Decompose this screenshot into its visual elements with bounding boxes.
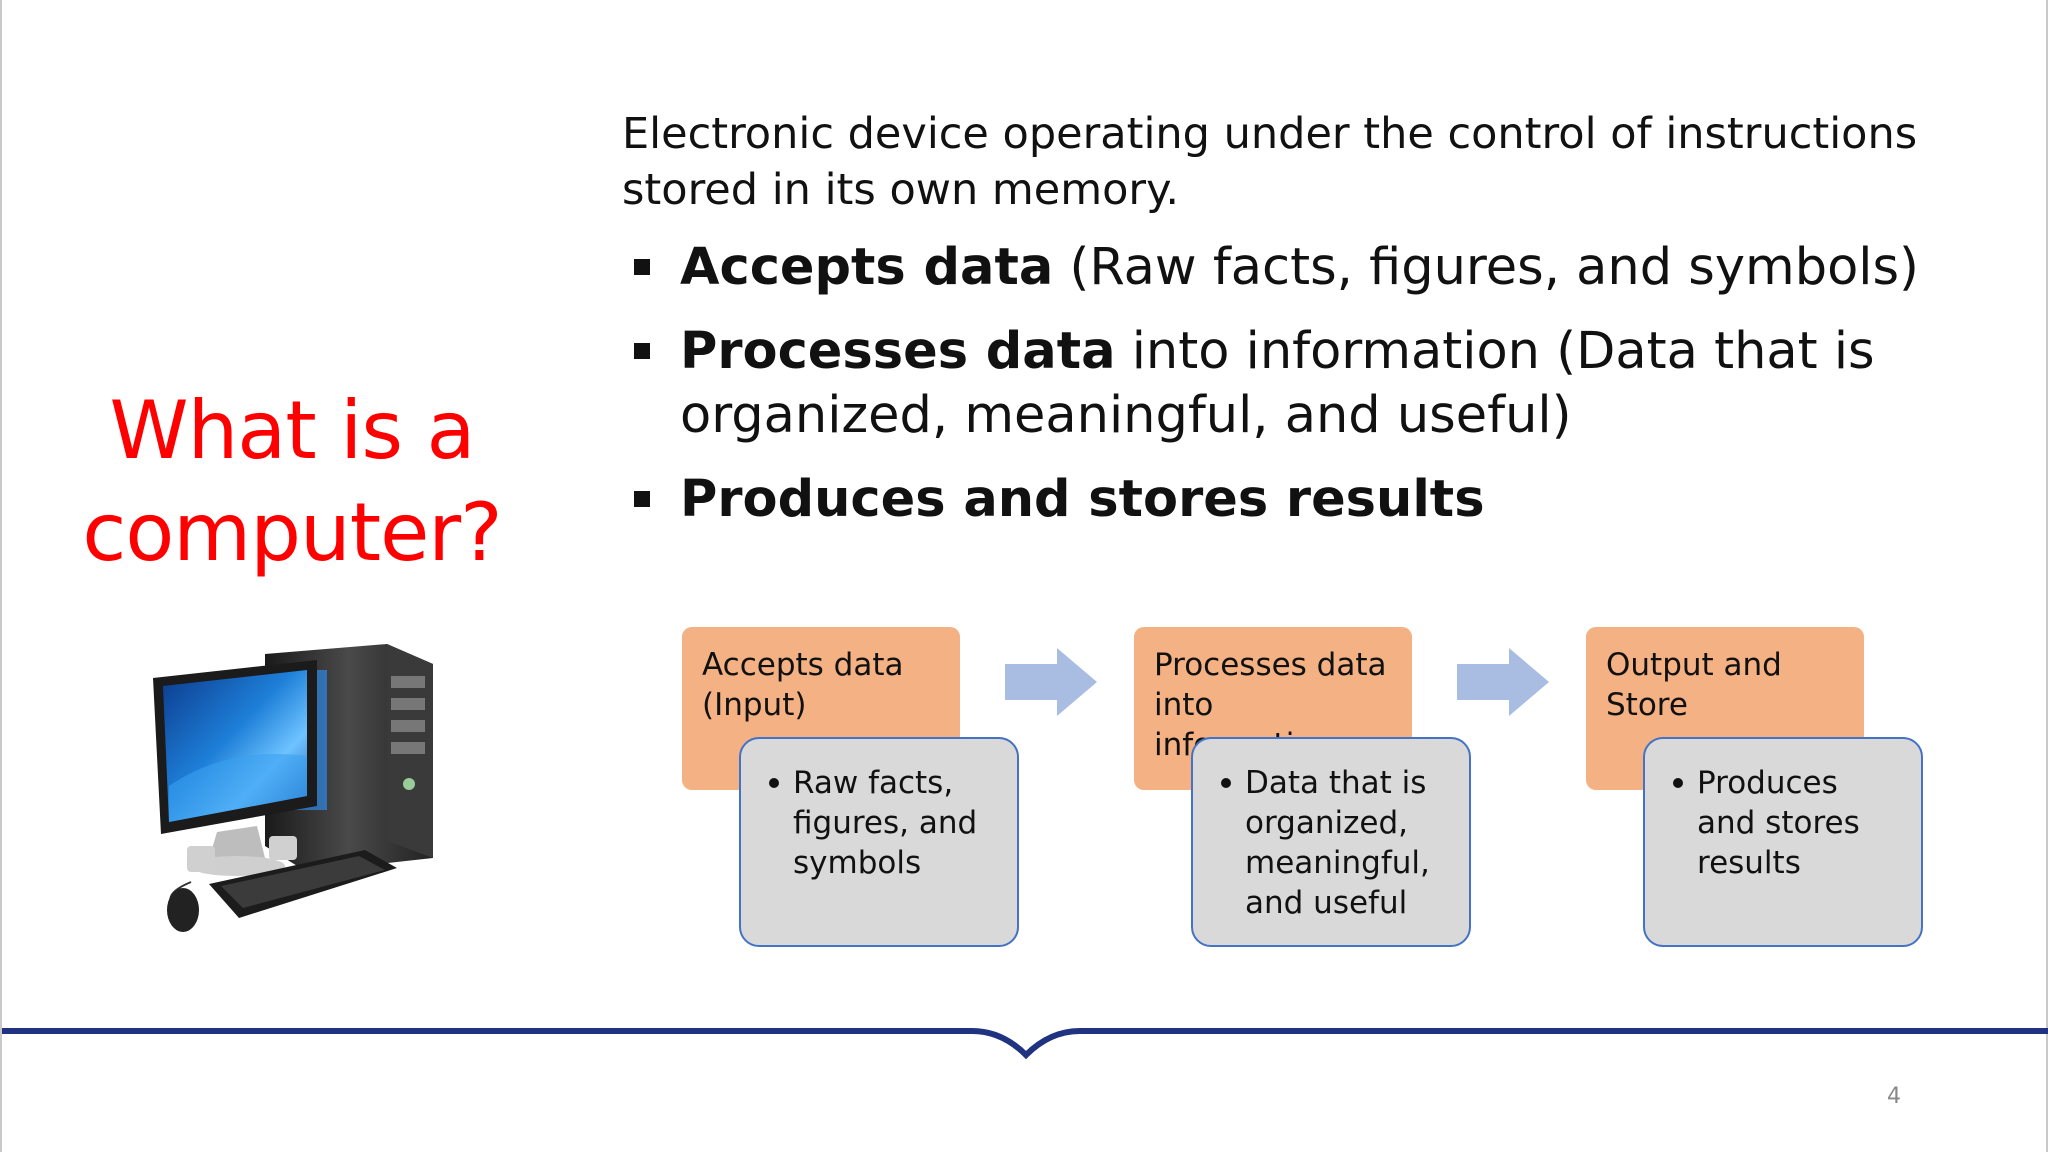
bullet-bold: Processes data bbox=[680, 322, 1116, 381]
process-step-3-text: Produces and stores results bbox=[1697, 765, 1860, 881]
bullet-rest: (Raw facts, figures, and symbols) bbox=[1053, 238, 1919, 297]
square-bullet-icon bbox=[634, 491, 650, 507]
bullet-rest: into information (Data that is organized… bbox=[680, 322, 1875, 445]
square-bullet-icon bbox=[634, 259, 650, 275]
bullet-dot-icon bbox=[769, 778, 779, 788]
square-bullet-icon bbox=[634, 343, 650, 359]
bullet-item: Processes data into information (Data th… bbox=[634, 320, 1974, 448]
title-line-1: What is a bbox=[109, 384, 476, 477]
bullet-dot-icon bbox=[1673, 778, 1683, 788]
process-step-2-text: Data that is organized, meaningful, and … bbox=[1245, 765, 1430, 921]
title-line-2: computer? bbox=[82, 486, 502, 579]
process-step-3-detail: Produces and stores results bbox=[1643, 737, 1923, 947]
right-arrow-icon bbox=[1457, 648, 1549, 716]
intro-text: Electronic device operating under the co… bbox=[622, 109, 1918, 215]
bottom-divider bbox=[2, 1028, 2048, 1060]
desktop-computer-icon bbox=[153, 644, 433, 932]
right-arrow-icon bbox=[1005, 648, 1097, 716]
process-step-1-text: Raw facts, figures, and symbols bbox=[793, 765, 978, 881]
bullet-bold: Accepts data bbox=[680, 238, 1054, 297]
bullet-item: Produces and stores results bbox=[634, 468, 1974, 532]
process-step-2-detail: Data that is organized, meaningful, and … bbox=[1191, 737, 1471, 947]
bullet-dot-icon bbox=[1221, 778, 1231, 788]
slide-title: What is a computer? bbox=[62, 380, 522, 584]
bullet-item: Accepts data (Raw facts, figures, and sy… bbox=[634, 236, 1974, 300]
bullet-bold: Produces and stores results bbox=[680, 470, 1485, 529]
process-step-1-detail: Raw facts, figures, and symbols bbox=[739, 737, 1019, 947]
bullet-list: Accepts data (Raw facts, figures, and sy… bbox=[634, 236, 1974, 552]
page-number: 4 bbox=[1887, 1084, 1901, 1109]
